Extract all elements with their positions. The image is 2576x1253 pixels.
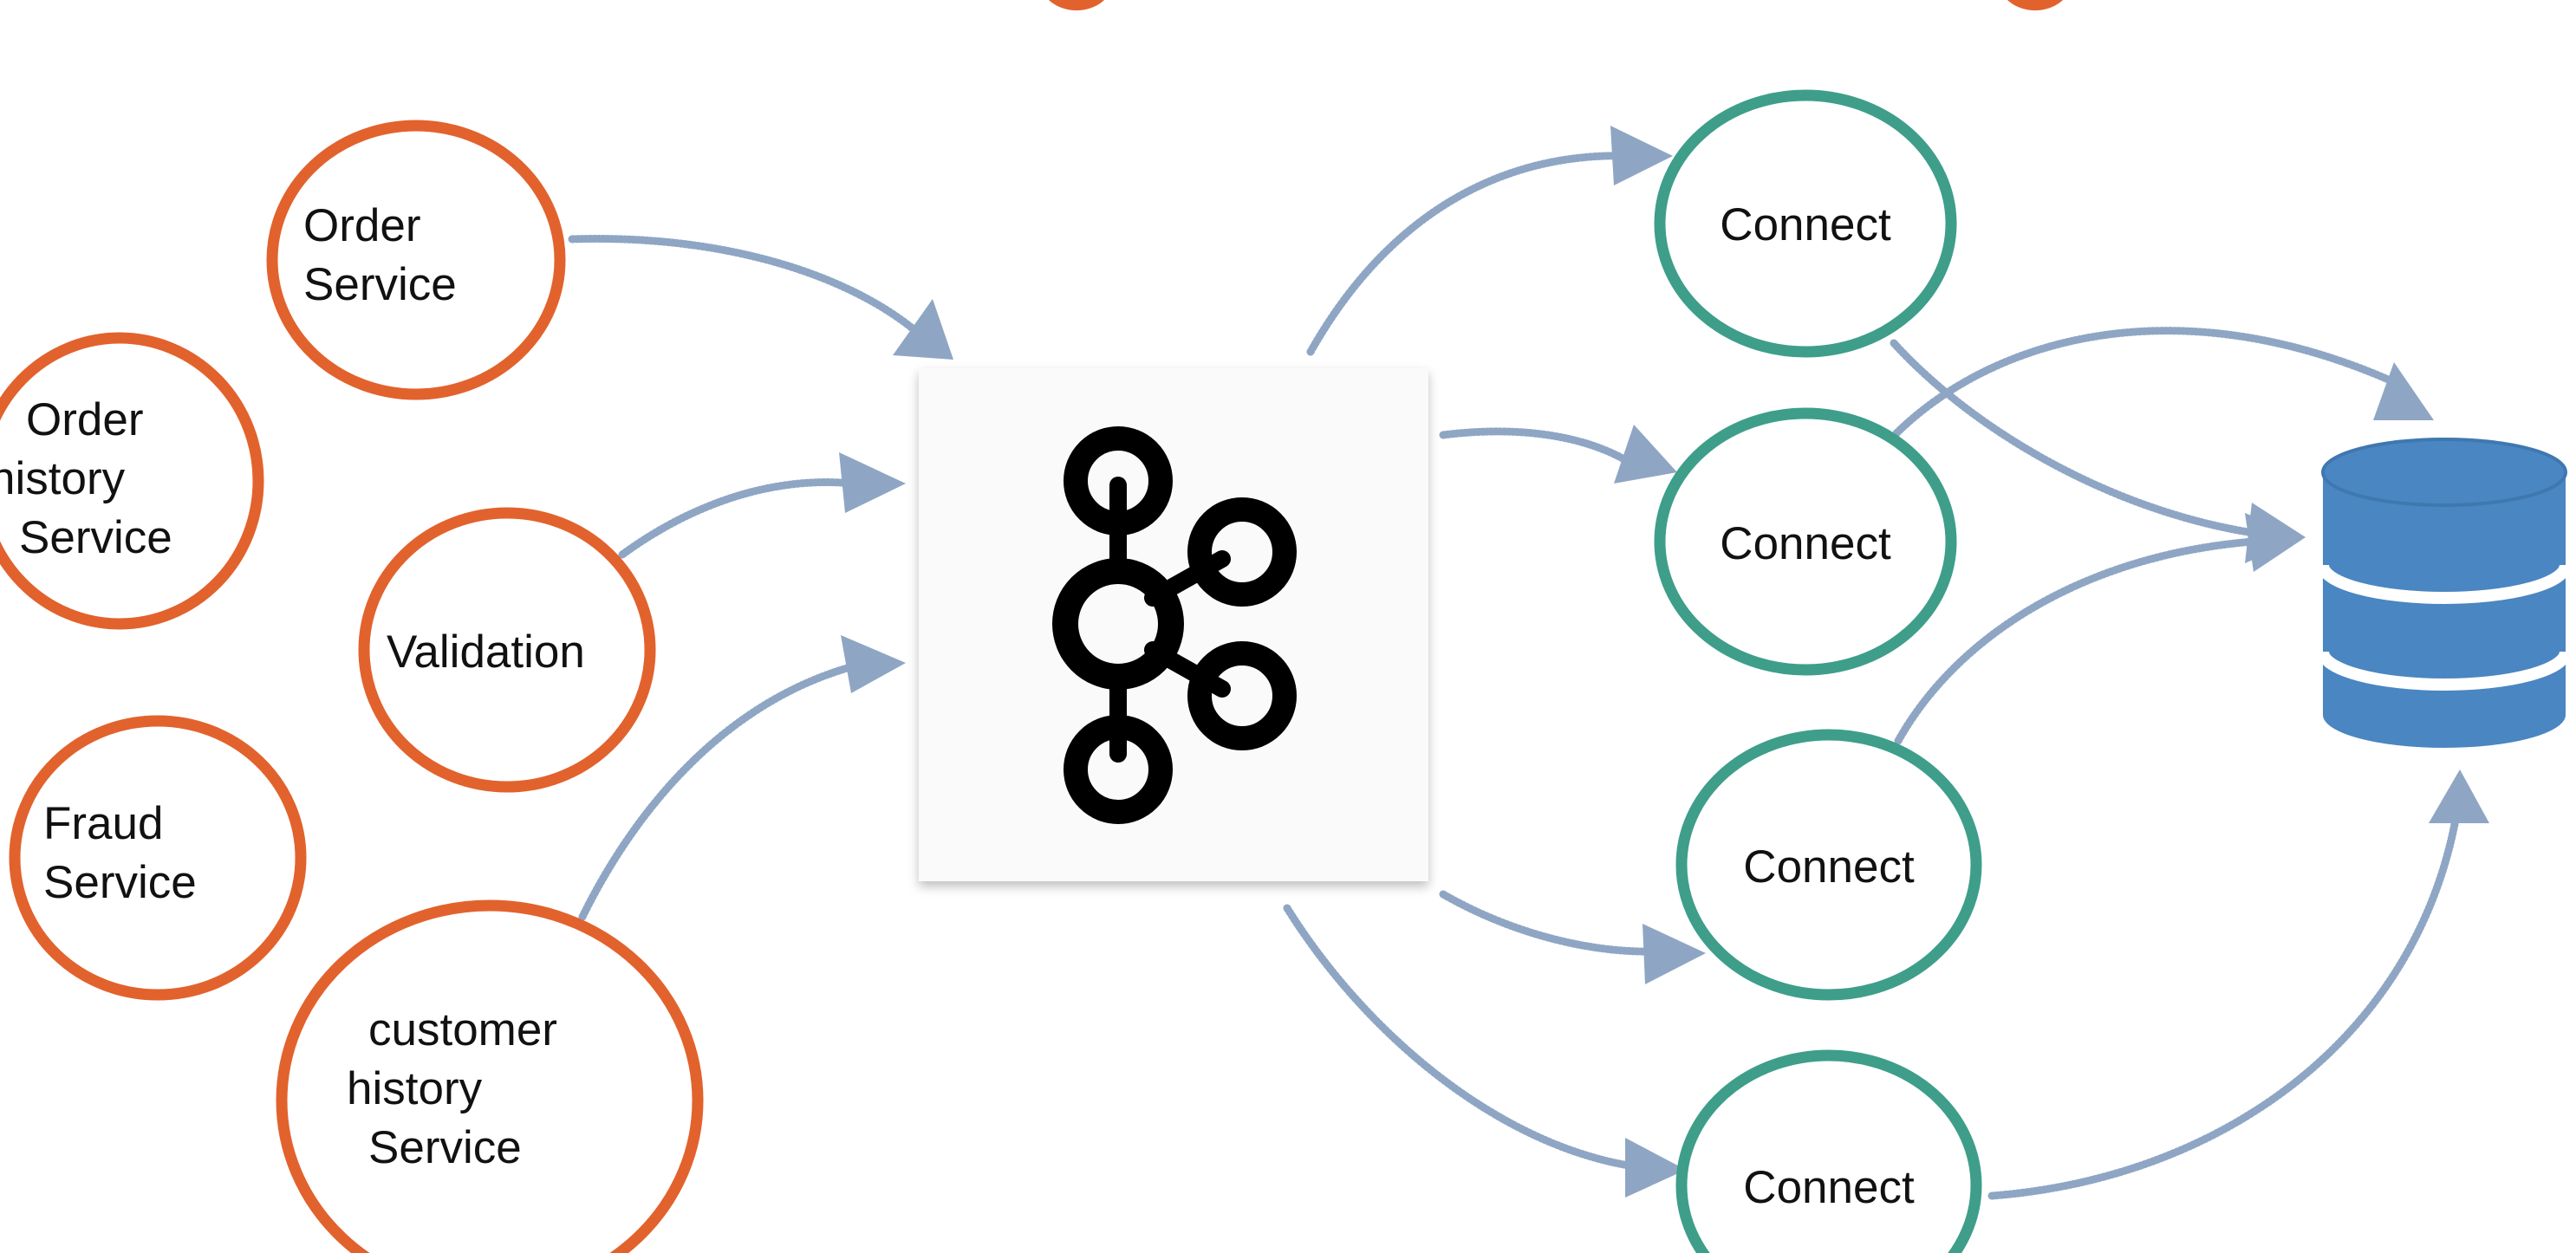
- edge-customer-history-to-broker: [578, 659, 871, 921]
- node-ring: [0, 332, 264, 630]
- top-partial-shape-left: [1048, 0, 1105, 10]
- broker-box[interactable]: [919, 368, 1428, 881]
- edge-order-service-to-broker: [568, 235, 930, 344]
- kafka-logo-icon: [1052, 426, 1297, 824]
- edges-into-database: [1890, 327, 2462, 1200]
- node-ring: [358, 507, 656, 793]
- db-body: [2323, 472, 2566, 748]
- node-label: Connect: [1743, 1162, 1915, 1213]
- node-ring: [1654, 407, 1957, 676]
- db-band-1: [2317, 564, 2572, 604]
- node-label-line: Service: [368, 1122, 522, 1173]
- node-label-line: Fraud: [43, 798, 163, 849]
- edge-broker-to-connect-1: [1306, 152, 1634, 356]
- edges-into-broker: [568, 235, 930, 921]
- edge-connect-3-to-database: [1894, 537, 2258, 745]
- db-band-2: [2317, 651, 2572, 691]
- node-label: Connect: [1720, 518, 1891, 569]
- node-ring: [266, 120, 566, 400]
- node-ring: [276, 899, 704, 1253]
- database-icon[interactable]: [2317, 438, 2572, 748]
- node-connect-1[interactable]: Connect: [1654, 89, 1957, 358]
- node-ring: [1654, 89, 1957, 358]
- edge-broker-to-connect-2: [1439, 427, 1643, 472]
- node-label-line: Service: [303, 259, 457, 310]
- node-ring: [9, 715, 307, 1001]
- node-order-service[interactable]: Order Service: [266, 120, 566, 400]
- arrowhead-db-from-connect-4: [2429, 769, 2489, 823]
- connector-nodes: Connect Connect Connect Connect: [1654, 89, 1982, 1253]
- edge-connect-1-to-database: [1890, 339, 2258, 537]
- arrowhead-connect-3: [1643, 924, 1706, 984]
- edge-broker-to-connect-3: [1439, 890, 1660, 956]
- node-label: Connect: [1720, 199, 1891, 250]
- node-label-line: Validation: [387, 626, 585, 678]
- arrowheads: [839, 126, 2489, 1198]
- node-label-line: history: [347, 1063, 483, 1114]
- arrowhead-db-from-connect-3: [2245, 513, 2306, 572]
- arrowhead-customer-history: [841, 635, 906, 693]
- service-nodes: Order Service Order history Service Vali…: [0, 120, 704, 1253]
- node-label-line: Order: [303, 200, 420, 251]
- edge-broker-to-connect-4: [1283, 904, 1651, 1172]
- edges-out-of-broker: [1283, 152, 1660, 1172]
- node-customer-history-service[interactable]: customer history Service: [276, 899, 704, 1253]
- arrowhead-connect-2: [1614, 425, 1677, 484]
- node-validation[interactable]: Validation: [358, 507, 656, 793]
- node-label: Connect: [1743, 841, 1915, 893]
- node-label-line: Order: [26, 394, 143, 445]
- edge-connect-4-to-database: [1987, 806, 2462, 1200]
- node-label-line: Service: [19, 512, 172, 563]
- node-label-line: history: [0, 453, 126, 504]
- top-partial-shape-right: [2007, 0, 2064, 10]
- node-connect-3[interactable]: Connect: [1675, 729, 1982, 1001]
- arrowhead-connect-4: [1625, 1138, 1686, 1198]
- node-label-line: customer: [368, 1004, 557, 1055]
- node-label-line: Service: [43, 857, 197, 908]
- node-order-history-service[interactable]: Order history Service: [0, 332, 264, 630]
- arrowhead-db-from-connect-2: [2373, 362, 2434, 420]
- db-top: [2321, 438, 2567, 507]
- arrowhead-validation: [839, 452, 906, 513]
- node-ring: [1675, 1049, 1982, 1253]
- edge-validation-to-broker: [618, 478, 871, 559]
- edge-connect-2-to-database: [1892, 327, 2397, 438]
- arrowhead-order-service: [893, 299, 953, 360]
- arrowhead-connect-1: [1610, 126, 1673, 185]
- node-connect-2[interactable]: Connect: [1654, 407, 1957, 676]
- node-fraud-service[interactable]: Fraud Service: [9, 715, 307, 1001]
- node-ring: [1675, 729, 1982, 1001]
- node-connect-4[interactable]: Connect: [1675, 1049, 1982, 1253]
